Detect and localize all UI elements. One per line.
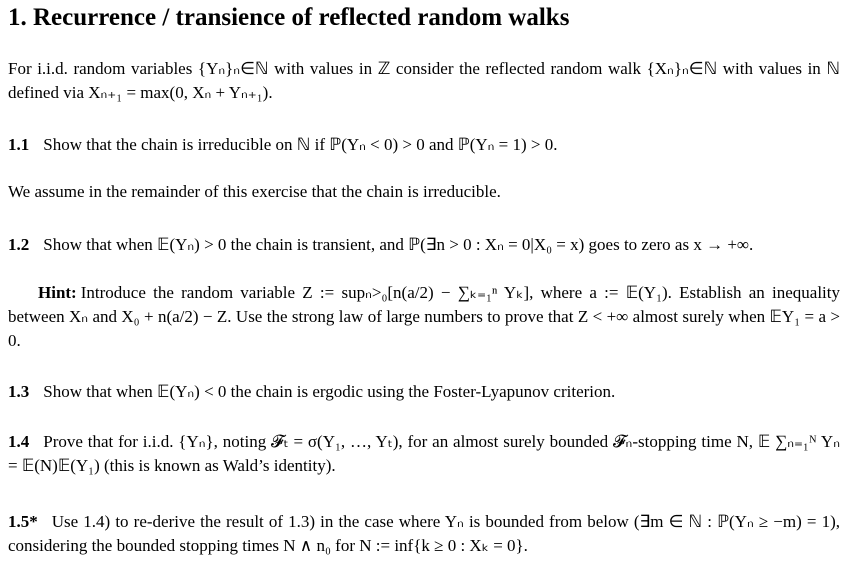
question-1-5: 1.5*Use 1.4) to re-derive the result of …: [8, 510, 840, 558]
hint-label: Hint:: [38, 283, 77, 302]
question-number: 1.2: [8, 235, 30, 254]
question-text: Show that when 𝔼(Yₙ) < 0 the chain is er…: [43, 382, 616, 401]
question-number: 1.4: [8, 432, 30, 451]
hint-paragraph: Hint:Introduce the random variable Z := …: [8, 281, 840, 353]
question-number: 1.5*: [8, 512, 38, 531]
question-number: 1.1: [8, 135, 30, 154]
hint-text: Introduce the random variable Z := supₙ>…: [8, 283, 840, 350]
question-1-1: 1.1 Show that the chain is irreducible on…: [8, 133, 840, 157]
intro-paragraph: For i.i.d. random variables {Yₙ}ₙ∈ℕ with…: [8, 59, 840, 102]
question-number: 1.3: [8, 382, 30, 401]
assumption-paragraph: We assume in the remainder of this exerc…: [8, 182, 501, 201]
question-1-2: 1.2 Show that when 𝔼(Yₙ) > 0 the chain is…: [8, 233, 840, 257]
question-1-3: 1.3 Show that when 𝔼(Yₙ) < 0 the chain is…: [8, 380, 840, 404]
question-text: Prove that for i.i.d. {Yₙ}, noting 𝓕ₜ = …: [8, 432, 840, 475]
exercise-title: 1. Recurrence / transience of reflected …: [8, 4, 570, 31]
question-text: Show that when 𝔼(Yₙ) > 0 the chain is tr…: [43, 235, 754, 254]
question-text: Show that the chain is irreducible on ℕ …: [43, 135, 558, 154]
question-text: Use 1.4) to re-derive the result of 1.3)…: [8, 512, 840, 555]
